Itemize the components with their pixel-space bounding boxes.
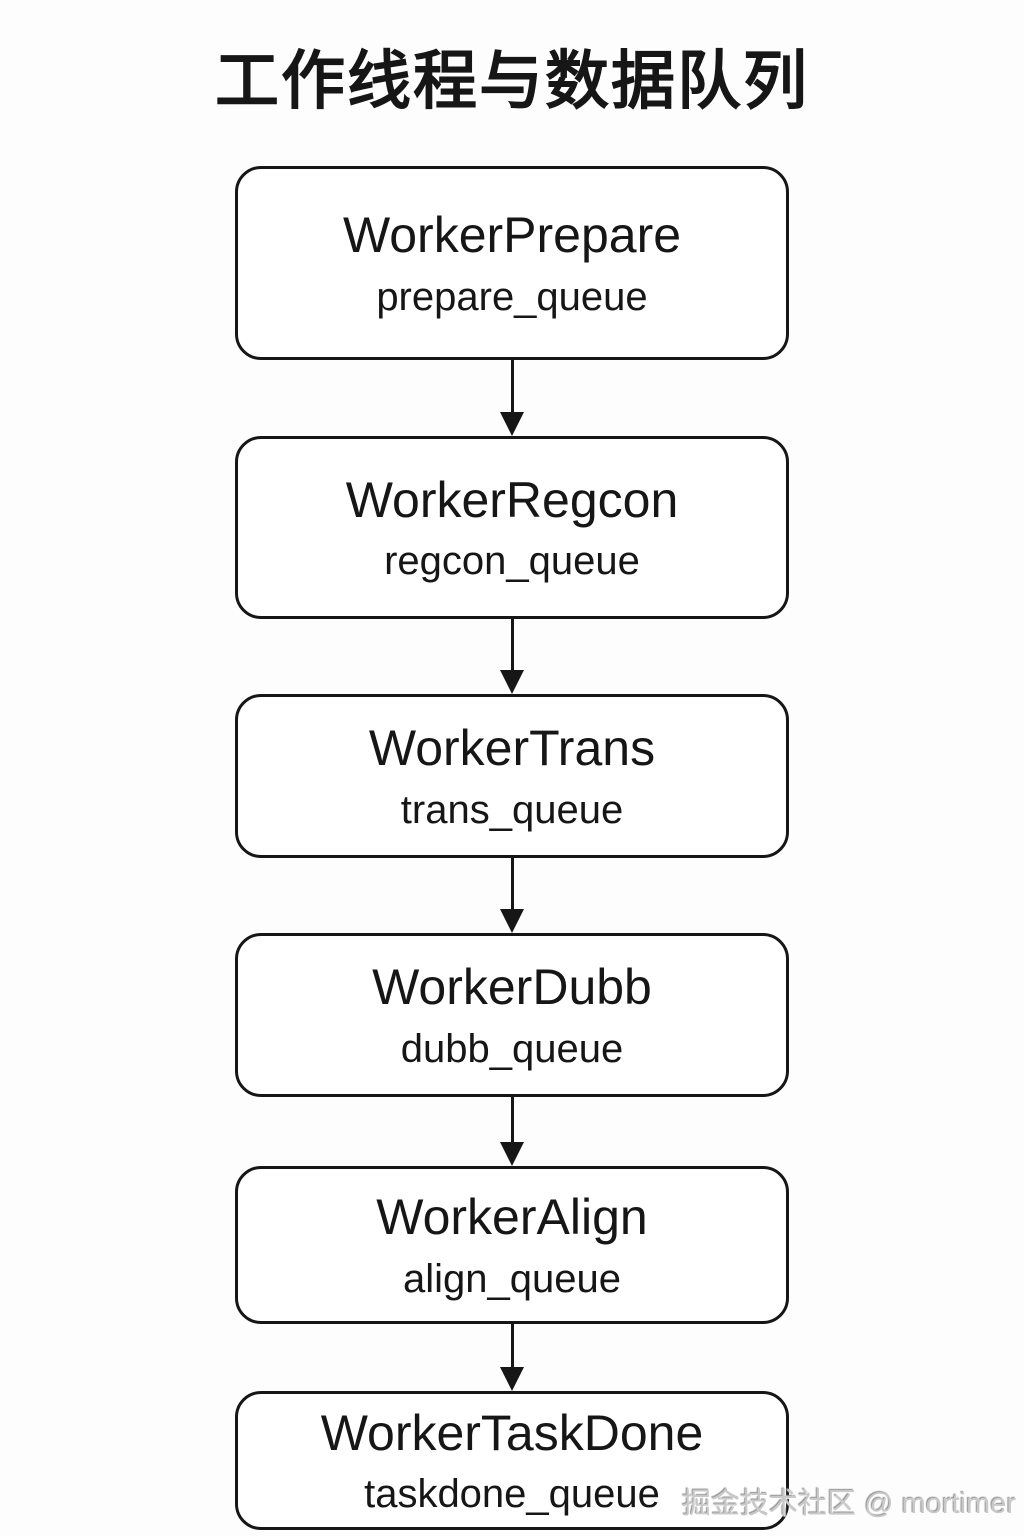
flow-node-align: WorkerAlign align_queue [235, 1166, 789, 1324]
flow-node-dubb: WorkerDubb dubb_queue [235, 933, 789, 1097]
flow-arrow-3 [500, 858, 524, 933]
arrow-head-icon [500, 1142, 524, 1166]
watermark: 掘金技术社区 @ mortimer [682, 1488, 1016, 1520]
diagram-title: 工作线程与数据队列 [215, 45, 809, 117]
flow-node-trans: WorkerTrans trans_queue [235, 694, 789, 858]
flow-arrow-5 [500, 1324, 524, 1391]
node-queue-label: prepare_queue [376, 274, 648, 319]
arrow-head-icon [500, 909, 524, 933]
arrow-line [510, 360, 514, 414]
node-queue-label: trans_queue [400, 787, 624, 832]
flow-node-regcon: WorkerRegcon regcon_queue [235, 436, 789, 619]
node-label: WorkerTrans [368, 720, 656, 777]
flow-arrow-1 [500, 360, 524, 436]
arrow-line [510, 1097, 514, 1144]
node-queue-label: dubb_queue [400, 1026, 624, 1071]
node-label: WorkerDubb [372, 959, 652, 1016]
node-label: WorkerPrepare [342, 207, 682, 264]
arrow-line [510, 1324, 514, 1369]
flow-node-taskdone: WorkerTaskDone taskdone_queue [235, 1391, 789, 1530]
node-queue-label: taskdone_queue [364, 1472, 660, 1517]
node-label: WorkerAlign [376, 1189, 648, 1246]
node-queue-label: regcon_queue [384, 539, 640, 584]
flow-node-prepare: WorkerPrepare prepare_queue [235, 166, 789, 360]
node-label: WorkerRegcon [345, 471, 679, 528]
arrow-head-icon [500, 670, 524, 694]
arrow-head-icon [500, 1367, 524, 1391]
arrow-head-icon [500, 412, 524, 436]
arrow-line [510, 619, 514, 672]
node-queue-label: align_queue [403, 1256, 621, 1301]
node-label: WorkerTaskDone [320, 1404, 704, 1461]
flow-arrow-4 [500, 1097, 524, 1166]
flow-arrow-2 [500, 619, 524, 694]
arrow-line [510, 858, 514, 911]
